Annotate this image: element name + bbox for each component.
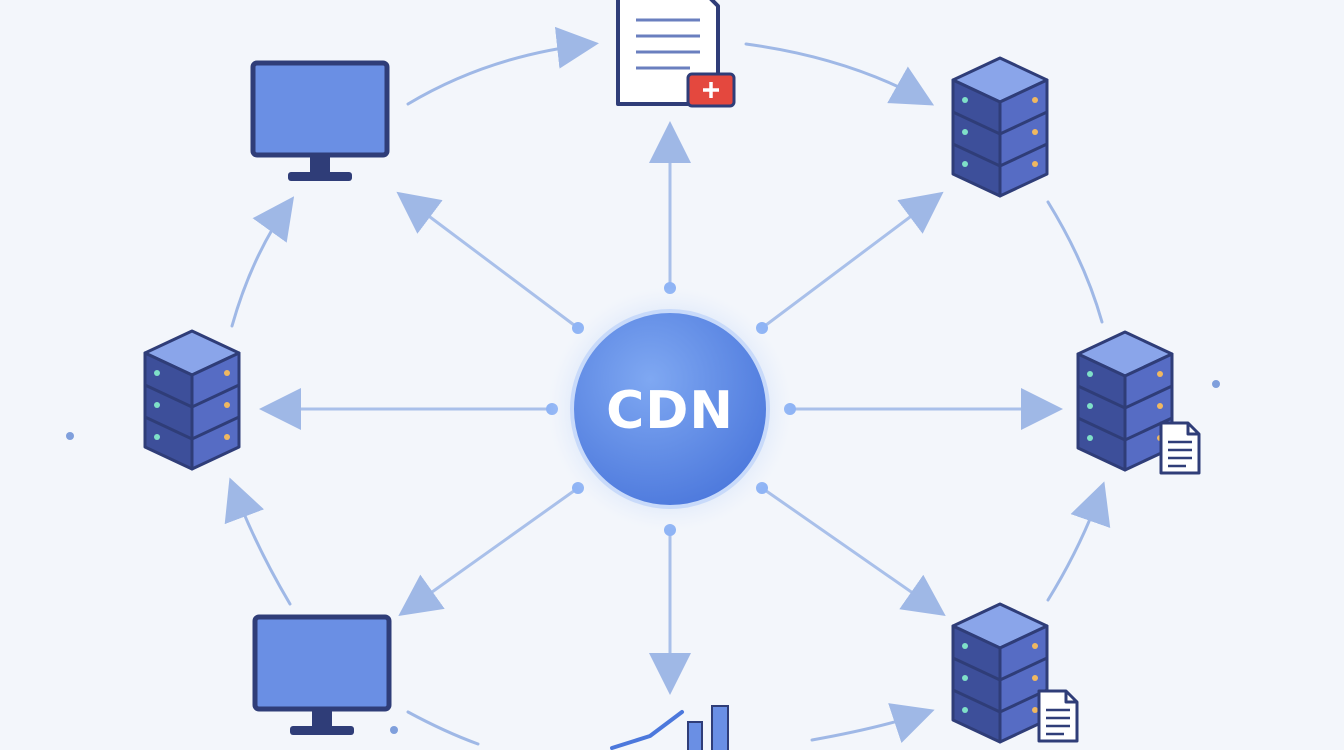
hub-spokes (259, 121, 1063, 695)
server-with-document-icon (1076, 330, 1201, 475)
server-icon (951, 56, 1049, 198)
spoke-up-left (396, 191, 580, 330)
bar-chart-icon (610, 705, 729, 750)
document-add-icon (616, 0, 736, 108)
server-with-document-icon (951, 602, 1079, 744)
connector-server-top-right-to-server-right (1046, 200, 1104, 324)
monitor-icon (253, 63, 387, 181)
connector-chart-to-server-bottom-right (810, 703, 935, 743)
spoke-down-right (760, 486, 946, 617)
connector-monitor-bottom-to-chart (406, 710, 480, 746)
connector-monitor-to-document (406, 26, 599, 106)
ring-connectors (224, 26, 1111, 746)
spoke-up-right (760, 191, 944, 330)
document-icon (1159, 421, 1201, 475)
server-icon (143, 329, 241, 471)
document-icon (1037, 689, 1079, 743)
connector-server-right-to-server-bottom-right (1046, 481, 1111, 602)
connector-server-left-to-monitor-top (230, 196, 295, 328)
connector-document-to-server-top-right (744, 42, 935, 106)
spoke-down-left (398, 486, 580, 617)
decorative-dots (66, 380, 1220, 734)
monitor-icon (255, 617, 389, 735)
cdn-hub-label: CDN (606, 381, 734, 441)
connector-monitor-bottom-to-server-left (224, 477, 292, 606)
cdn-hub: CDN (548, 287, 792, 531)
